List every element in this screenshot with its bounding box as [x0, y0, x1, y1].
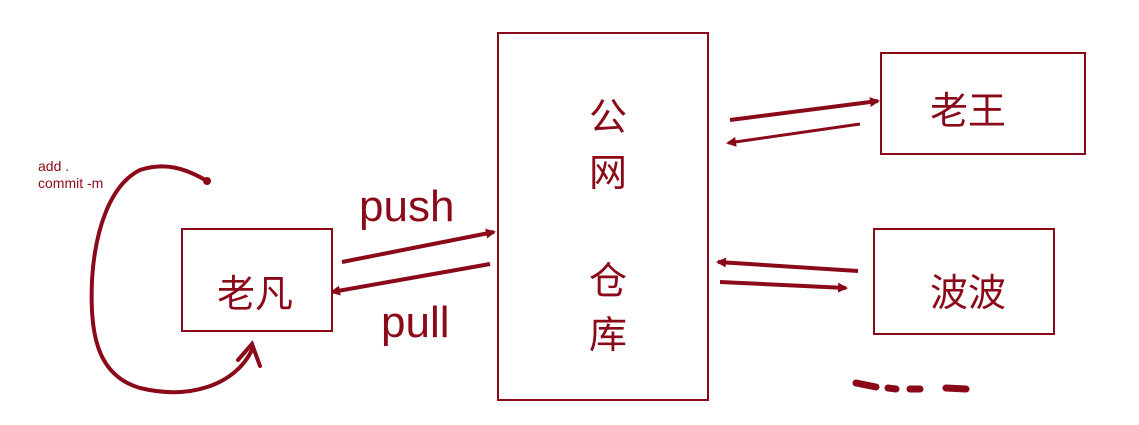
- wang-to-repo-arrow: [726, 122, 861, 147]
- push-arrow: [341, 228, 496, 264]
- local-user-label: 老凡: [217, 272, 294, 316]
- repo-char-2: 网: [589, 151, 628, 195]
- commit-note: commit -m: [38, 175, 104, 191]
- add-note: add .: [38, 158, 70, 174]
- local-commit-loop-head: [236, 340, 262, 368]
- local-user-box: [181, 228, 333, 332]
- local-commit-loop: [89, 164, 254, 395]
- bobo-to-repo-arrow: [716, 257, 859, 273]
- user-bobo-box: [873, 228, 1055, 335]
- user-wang-box: [880, 52, 1086, 155]
- user-bobo-label: 波波: [930, 271, 1007, 315]
- user-wang-label: 老王: [930, 89, 1007, 133]
- repo-to-bobo-arrow: [719, 280, 848, 293]
- repo-to-wang-arrow: [729, 97, 880, 122]
- pull-arrow: [330, 262, 491, 296]
- repo-char-4: 库: [589, 313, 628, 357]
- push-label: push: [359, 182, 455, 231]
- repo-char-3: 仓: [589, 259, 628, 303]
- repo-char-1: 公: [589, 95, 628, 139]
- remote-repo-box: [497, 32, 709, 401]
- pull-label: pull: [381, 298, 450, 347]
- more-users-ellipsis: [852, 379, 970, 393]
